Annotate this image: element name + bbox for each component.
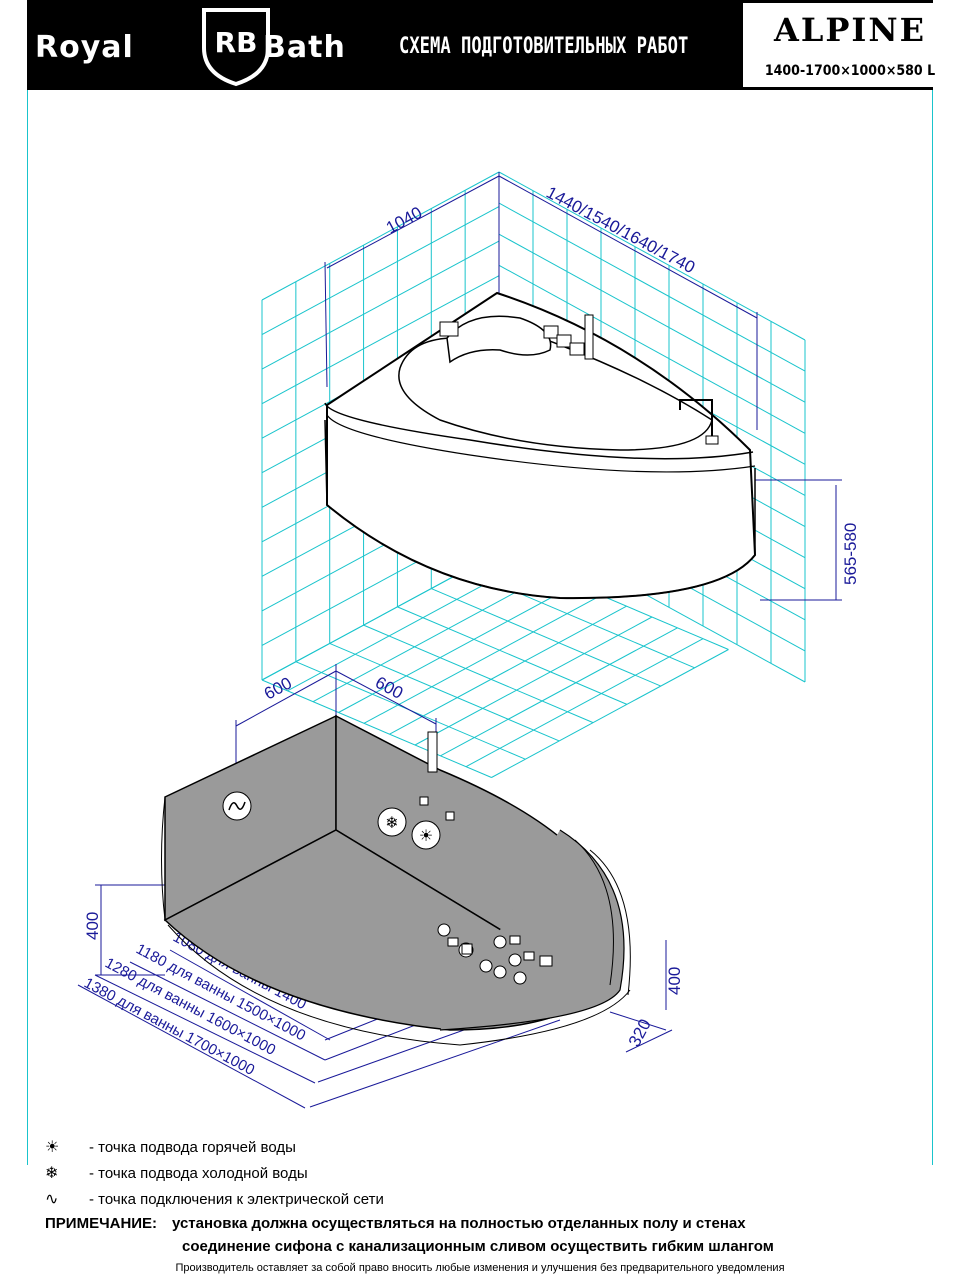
legend-cold-text: - точка подвода холодной воды	[89, 1165, 308, 1182]
brand-royal: Royal	[35, 30, 134, 65]
dim-length-label: 1440/1540/1640/1740	[543, 183, 698, 277]
hot-water-icon: ☀	[45, 1139, 60, 1156]
legend-hot: ☀ - точка подвода горячей воды	[45, 1137, 296, 1157]
electric-icon: ∿	[45, 1191, 59, 1208]
legend-hot-text: - точка подвода горячей воды	[89, 1139, 296, 1156]
dim-right-height-label: 400	[665, 967, 684, 995]
svg-text:❄: ❄	[385, 813, 398, 832]
dim-width-label: 1040	[383, 203, 425, 238]
model-name: ALPINE	[774, 11, 926, 49]
scheme-title: СХЕМА ПОДГОТОВИТЕЛЬНЫХ РАБОТ	[399, 34, 689, 59]
note-line-1: установка должна осуществляться на полно…	[172, 1215, 746, 1232]
svg-text:☀: ☀	[419, 826, 433, 845]
rb-logo-icon: RB	[202, 8, 270, 87]
model-size: 1400-1700×1000×580 L	[764, 63, 936, 79]
rb-logo-text: RB	[215, 26, 258, 59]
note-label: ПРИМЕЧАНИЕ:	[45, 1215, 158, 1232]
header-bar: Royal RB Bath СХЕМА ПОДГОТОВИТЕЛЬНЫХ РАБ…	[27, 0, 957, 90]
dim-height-label: 565-580	[841, 523, 860, 585]
bathtub-bottom-view: ❄ ☀	[161, 714, 631, 1046]
bathtub-top-view	[324, 291, 757, 600]
cold-water-icon: ❄	[45, 1165, 59, 1182]
legend-electric-text: - точка подключения к электрической сети	[89, 1191, 384, 1208]
note-line-2: соединение сифона с канализационным слив…	[182, 1238, 774, 1255]
dim-wall-b-label: 600	[372, 673, 406, 703]
model-box: ALPINE 1400-1700×1000×580 L	[743, 3, 957, 87]
top-dimension-lines	[324, 172, 842, 601]
footer-disclaimer: Производитель оставляет за собой право в…	[175, 1262, 785, 1274]
brand-bath: Bath	[263, 30, 346, 65]
drawing-frame	[27, 90, 933, 1165]
dim-depth-label: 320	[625, 1016, 655, 1050]
dim-left-height-label: 400	[83, 912, 102, 940]
technical-drawing: 1040 1440/1540/1640/1740 565-580	[77, 171, 860, 1109]
legend-cold: ❄ - точка подвода холодной воды	[45, 1163, 308, 1183]
legend-electric: ∿ - точка подключения к электрической сет…	[45, 1189, 384, 1209]
